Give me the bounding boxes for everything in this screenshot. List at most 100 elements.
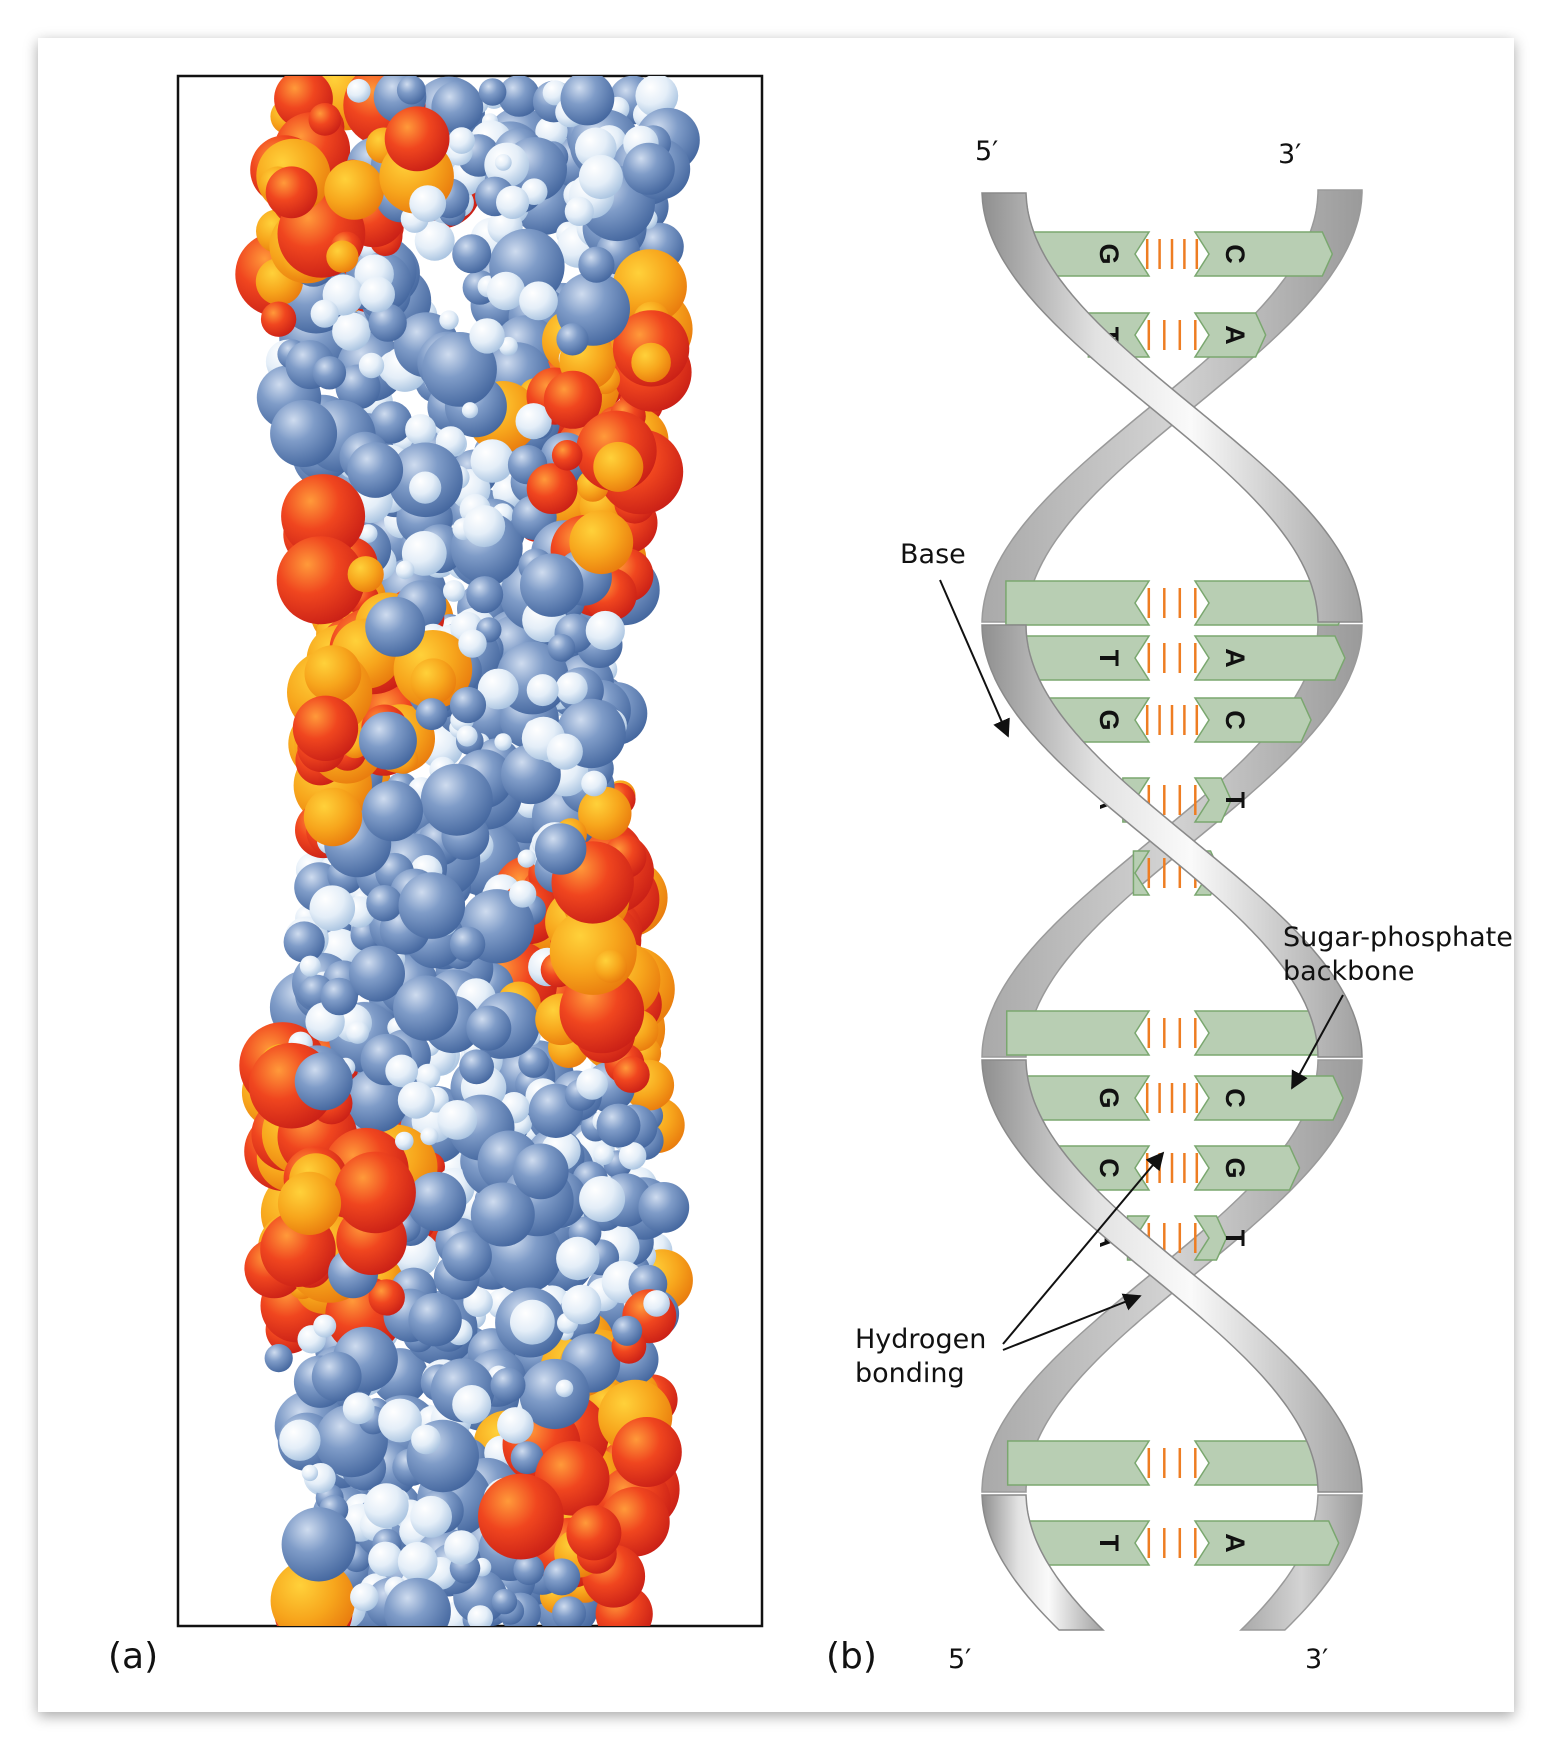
nucleotide-base — [1005, 1010, 1151, 1056]
atom-sphere — [270, 400, 338, 467]
atom-sphere — [409, 471, 442, 504]
atom-sphere — [415, 1063, 441, 1089]
atom-sphere — [346, 1021, 369, 1044]
atom-sphere — [555, 1379, 574, 1398]
atom-sphere — [519, 281, 558, 321]
atom-sphere — [414, 220, 455, 261]
atom-sphere — [398, 872, 466, 939]
atom-sphere — [369, 401, 413, 444]
atom-sphere — [397, 1081, 435, 1119]
atom-sphere — [410, 1495, 452, 1538]
atom-sphere — [463, 505, 506, 548]
base-letter: G — [1220, 1157, 1250, 1178]
atom-sphere — [415, 698, 448, 731]
atom-sphere — [638, 1182, 690, 1233]
atom-sphere — [410, 658, 457, 704]
atom-sphere — [491, 1588, 518, 1615]
atom-sphere — [396, 76, 426, 105]
hydrogen-bonding-label-line2: bonding — [855, 1358, 965, 1389]
atom-sphere — [622, 142, 675, 195]
atom-sphere — [461, 402, 479, 419]
atom-sphere — [368, 1279, 405, 1316]
nucleotide-base — [1193, 635, 1346, 681]
atom-sphere — [397, 1541, 438, 1582]
end-label-top-left: 5′ — [975, 136, 998, 167]
atom-sphere — [384, 1577, 451, 1626]
atom-sphere — [594, 950, 628, 983]
atom-sphere — [385, 1054, 419, 1088]
base-letter: T — [1094, 1535, 1124, 1552]
end-label-top-right: 3′ — [1278, 139, 1301, 170]
backbone-strand-front — [981, 1059, 1363, 1493]
atom-sphere — [358, 524, 378, 543]
atom-sphere — [260, 301, 297, 337]
end-label-bottom-right: 3′ — [1305, 1644, 1328, 1675]
atom-sphere — [320, 977, 359, 1016]
atom-sphere — [497, 1407, 534, 1444]
atom-sphere — [449, 686, 487, 724]
atom-sphere — [585, 610, 625, 651]
nucleotide-base — [1005, 580, 1151, 626]
atom-sphere — [264, 1344, 293, 1373]
atom-sphere — [518, 1047, 549, 1078]
atom-sphere — [535, 823, 587, 875]
atom-sphere — [618, 1142, 647, 1170]
atom-sphere — [513, 1554, 545, 1586]
atom-sphere — [635, 76, 679, 118]
nucleotide-base — [1193, 312, 1267, 358]
atom-sphere — [543, 370, 602, 429]
atom-sphere — [578, 786, 632, 841]
atom-sphere — [362, 780, 423, 842]
hydrogen-bond-arrow-2 — [1002, 1293, 1142, 1351]
atom-sphere — [349, 945, 405, 1002]
atom-sphere — [469, 318, 505, 354]
atom-sphere — [578, 154, 624, 200]
backbone-front — [981, 192, 1363, 1631]
base-letter: A — [1220, 648, 1250, 668]
atom-sphere — [498, 76, 540, 117]
atom-sphere — [409, 185, 447, 223]
atom-sphere — [581, 770, 607, 797]
nucleotide-base — [1193, 1520, 1340, 1566]
atom-sphere — [517, 849, 536, 868]
atom-sphere — [395, 1131, 414, 1151]
atom-sphere — [405, 414, 437, 446]
atom-sphere — [470, 439, 515, 483]
atom-sphere — [347, 442, 404, 498]
atom-sphere — [311, 1351, 362, 1402]
atom-sphere — [358, 352, 385, 379]
atom-sphere — [276, 536, 365, 625]
nucleotide-base — [1193, 777, 1232, 823]
atom-sphere — [368, 303, 407, 342]
atom-sphere — [384, 106, 450, 172]
panel-b-label: (b) — [826, 1636, 877, 1677]
atom-sphere — [569, 510, 634, 575]
base-letter: T — [1220, 1230, 1250, 1247]
atom-sphere — [304, 645, 362, 702]
atom-sphere — [407, 1171, 467, 1232]
atom-sphere — [443, 580, 465, 602]
base-letter: C — [1220, 710, 1250, 730]
atom-sphere — [301, 1464, 319, 1482]
base-pair — [1005, 1010, 1349, 1056]
atom-sphere — [631, 342, 671, 383]
backbone-label-line1: Sugar-phosphate — [1283, 922, 1513, 953]
end-label-bottom-left: 5′ — [948, 1644, 971, 1675]
atom-sphere — [281, 474, 366, 559]
atom-sphere — [564, 196, 594, 226]
nucleotide-base — [1132, 850, 1151, 896]
atom-sphere — [551, 440, 583, 471]
atom-sphere — [359, 276, 395, 313]
atom-sphere — [470, 1182, 535, 1247]
atom-sphere — [466, 576, 504, 614]
atom-sphere — [411, 1424, 441, 1455]
nucleotide-base — [1193, 231, 1334, 277]
atom-sphere — [560, 76, 615, 126]
atom-sphere — [283, 921, 325, 963]
atom-sphere — [393, 975, 459, 1041]
atom-sphere — [579, 1176, 626, 1222]
base-letter: C — [1094, 1158, 1124, 1178]
atom-sphere — [515, 403, 552, 440]
atom-sphere — [596, 1103, 641, 1148]
